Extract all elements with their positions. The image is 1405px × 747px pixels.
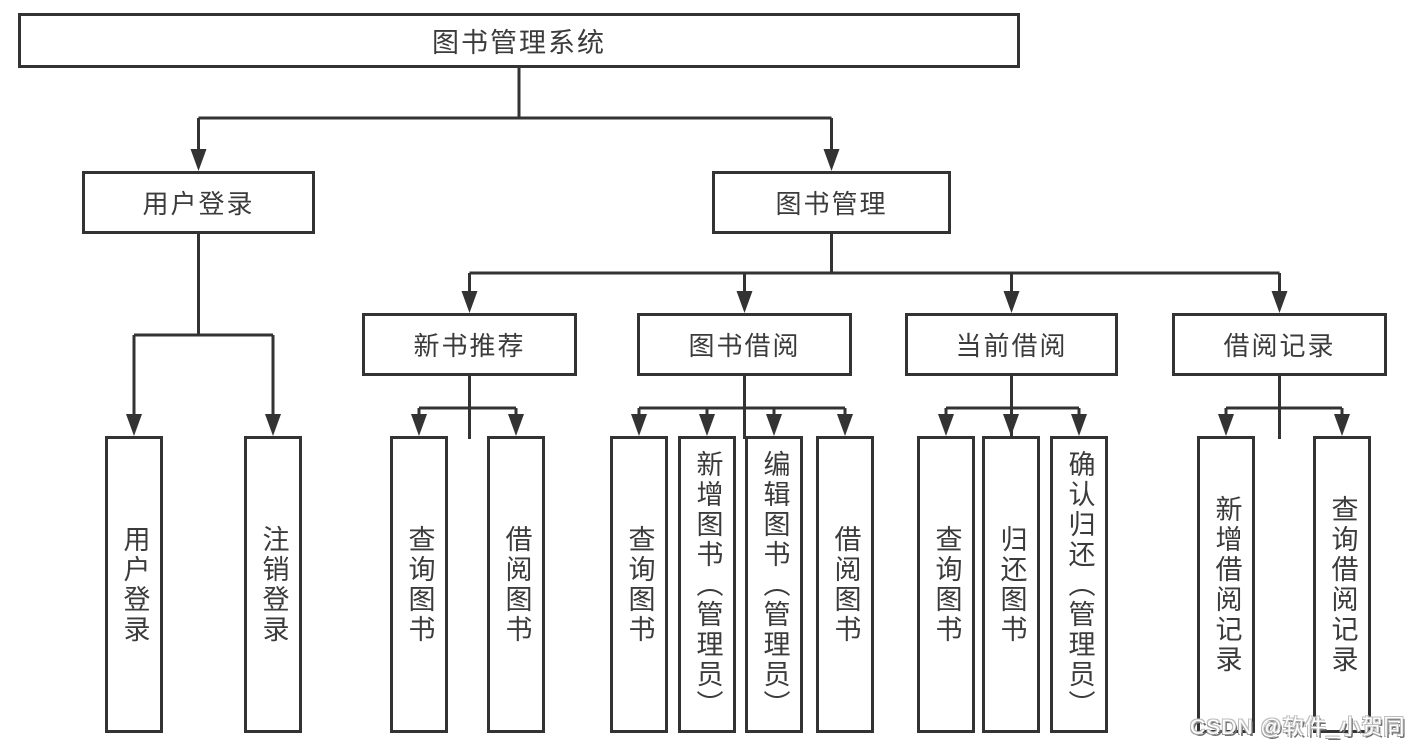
node-book-management: 图书管理 [712,171,951,234]
node-current-borrowing: 当前借阅 [905,313,1118,376]
leaf-user-login: 用户登录 [105,436,163,733]
leaf-edit-book-admin: 编辑图书（管理员） [745,436,803,733]
leaf-add-borrow-record: 新增借阅记录 [1197,436,1255,733]
connector-borrow-records-branch [1218,376,1350,439]
leaf-search-borrow-record: 查询借阅记录 [1313,436,1371,733]
node-library-management-system: 图书管理系统 [18,13,1020,68]
node-book-borrowing: 图书借阅 [637,313,852,376]
leaf-logout: 注销登录 [244,436,302,733]
csdn-watermark: CSDN @软件_小贺同学 [1190,716,1405,739]
connector-new-book-branch [411,376,524,439]
connector-book-borrowing-branch [631,376,853,439]
leaf-confirm-return-admin: 确认归还（管理员） [1050,436,1108,733]
leaf-search-books-3: 查询图书 [917,436,975,733]
leaf-borrow-books: 借阅图书 [487,436,545,733]
leaf-borrow-books-2: 借阅图书 [816,436,874,733]
node-borrowing-records: 借阅记录 [1172,313,1387,376]
connector-current-borrowing-branch [938,376,1087,439]
node-new-book-recommendation: 新书推荐 [362,313,577,376]
connector-user-login-branch [126,234,281,436]
connector-root-to-level2 [190,68,840,171]
leaf-add-book-admin: 新增图书（管理员） [678,436,736,733]
leaf-search-books-2: 查询图书 [610,436,668,733]
leaf-return-books: 归还图书 [982,436,1040,733]
node-user-login: 用户登录 [82,171,315,234]
leaf-search-books: 查询图书 [390,436,448,733]
connector-book-management-branch [461,234,1288,313]
